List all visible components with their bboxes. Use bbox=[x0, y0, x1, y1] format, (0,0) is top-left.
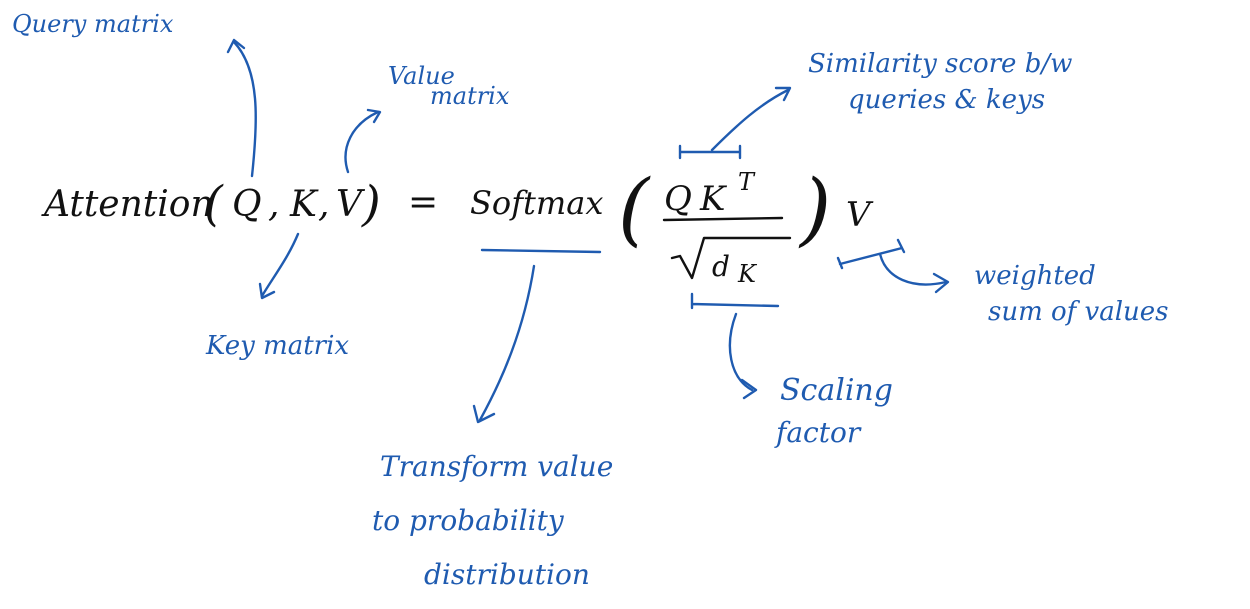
numerator-k: K bbox=[699, 179, 728, 219]
key-arrow bbox=[260, 232, 300, 298]
fraction-bar bbox=[662, 216, 784, 222]
weighted-bracket bbox=[836, 238, 906, 270]
softmax-underline bbox=[480, 248, 602, 254]
scaling-label-line2: factor bbox=[774, 416, 862, 449]
value-arrow bbox=[344, 110, 380, 174]
denominator-subscript: K bbox=[737, 260, 758, 288]
formula-k: K bbox=[289, 184, 319, 225]
formula-equals: = bbox=[408, 182, 438, 223]
sqrt-symbol bbox=[670, 236, 792, 280]
scaling-bracket bbox=[690, 292, 780, 310]
formula-q: Q bbox=[232, 184, 262, 225]
formula: Attention ( Q , K , V ) = Softmax ( Q K … bbox=[41, 162, 874, 288]
weighted-label-line2: sum of values bbox=[988, 297, 1169, 327]
formula-big-open-paren: ( bbox=[618, 162, 651, 255]
value-matrix-label-line2: matrix bbox=[430, 82, 510, 110]
denominator-d: d bbox=[712, 250, 730, 283]
annotation-labels: Query matrix Value matrix Key matrix Sim… bbox=[12, 10, 1169, 591]
similarity-arrow bbox=[710, 88, 790, 152]
numerator-q: Q bbox=[664, 179, 692, 219]
formula-softmax: Softmax bbox=[470, 184, 603, 222]
formula-close-paren: ) bbox=[361, 176, 381, 232]
weighted-arrowhead bbox=[932, 272, 950, 294]
weighted-label-line1: weighted bbox=[974, 261, 1096, 291]
key-arrowhead bbox=[258, 282, 276, 300]
key-matrix-label: Key matrix bbox=[205, 331, 349, 361]
scaling-arrow bbox=[728, 312, 754, 392]
similarity-label-line1: Similarity score b/w bbox=[808, 49, 1072, 79]
formula-comma-2: , bbox=[318, 184, 329, 225]
weighted-arrow bbox=[878, 252, 948, 286]
similarity-arrowhead bbox=[774, 86, 792, 102]
scaling-label-line1: Scaling bbox=[780, 373, 893, 408]
softmax-arrow bbox=[478, 264, 536, 422]
value-matrix-label-line1: Value bbox=[388, 62, 455, 90]
formula-trailing-v: V bbox=[846, 195, 874, 235]
transform-label-line2: to probability bbox=[372, 504, 565, 537]
similarity-bracket bbox=[678, 144, 742, 160]
annotation-strokes bbox=[226, 38, 950, 424]
similarity-label-line2: queries & keys bbox=[848, 85, 1045, 115]
formula-v: V bbox=[336, 184, 366, 225]
transform-label-line3: distribution bbox=[424, 558, 590, 591]
formula-comma-1: , bbox=[268, 184, 279, 225]
query-matrix-label: Query matrix bbox=[12, 10, 174, 38]
value-arrowhead bbox=[366, 108, 382, 124]
transform-label-line1: Transform value bbox=[380, 450, 613, 483]
formula-lhs: Attention bbox=[41, 184, 214, 225]
formula-big-close-paren: ) bbox=[798, 162, 831, 255]
query-arrowhead bbox=[226, 38, 246, 54]
scaling-arrowhead bbox=[740, 378, 758, 400]
numerator-superscript: T bbox=[738, 168, 756, 196]
softmax-arrowhead bbox=[472, 404, 496, 424]
query-arrow bbox=[232, 40, 257, 178]
formula-open-paren: ( bbox=[204, 176, 224, 232]
